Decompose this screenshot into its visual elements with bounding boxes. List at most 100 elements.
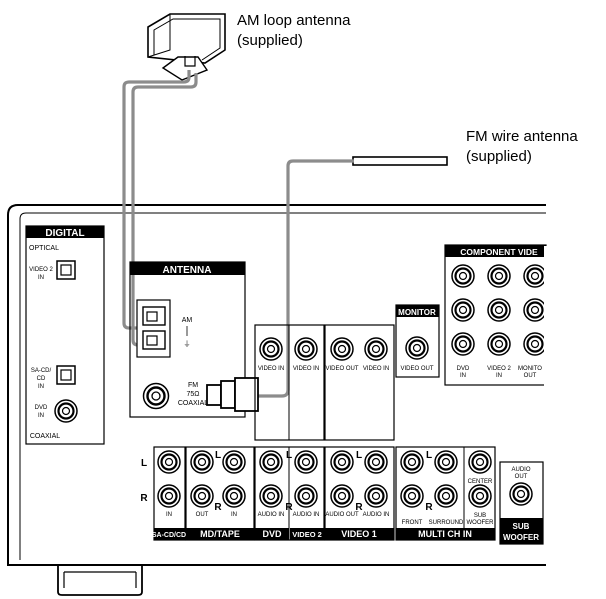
svg-text:SA-CD/: SA-CD/ <box>31 368 52 374</box>
dvd-audio-in-l-jack[interactable] <box>258 449 284 475</box>
svg-text:DVD: DVD <box>457 366 470 372</box>
optical-port-sacd[interactable] <box>56 365 76 385</box>
component-video-section: COMPONENT VIDE DVD IN VIDEO 2 IN MONITO … <box>444 244 606 386</box>
video2-video-in-jack[interactable] <box>293 336 319 362</box>
am-terminal[interactable] <box>142 306 166 326</box>
svg-text:AUDIO OUT: AUDIO OUT <box>325 512 359 518</box>
am-antenna-cable <box>122 70 198 347</box>
svg-text:IN: IN <box>38 384 44 390</box>
svg-text:AUDIO IN: AUDIO IN <box>258 512 285 518</box>
svg-text:IN: IN <box>460 373 466 379</box>
component-video2-y-jack[interactable] <box>486 263 512 289</box>
component-monitor-pb-jack[interactable] <box>522 297 548 323</box>
svg-text:IN: IN <box>38 275 44 281</box>
component-dvd-y-jack[interactable] <box>450 263 476 289</box>
component-video2-pr-jack[interactable] <box>486 331 512 357</box>
svg-text:R: R <box>140 493 148 504</box>
svg-text:OUT: OUT <box>196 512 209 518</box>
component-video2-pb-jack[interactable] <box>486 297 512 323</box>
svg-text:SUB: SUB <box>474 513 486 519</box>
svg-text:IN: IN <box>231 512 237 518</box>
svg-text:L: L <box>356 450 362 461</box>
svg-text:75Ω: 75Ω <box>186 391 199 398</box>
mdtape-out-l-jack[interactable] <box>189 449 215 475</box>
am-antenna-supplied: (supplied) <box>237 32 303 49</box>
subwoofer-audio-out-jack[interactable] <box>508 481 534 507</box>
svg-text:WOOFER: WOOFER <box>467 520 495 526</box>
sacd-in-l-jack[interactable] <box>156 449 182 475</box>
optical-port-video2[interactable] <box>56 260 76 280</box>
component-monitor-pr-jack[interactable] <box>522 331 548 357</box>
svg-text:AUDIO IN: AUDIO IN <box>293 512 320 518</box>
svg-text:VIDEO 1: VIDEO 1 <box>341 529 377 539</box>
fm-antenna-cable <box>258 159 354 398</box>
audio-jacks: L R IN L R OUT IN L R AUDIO IN AUDIO IN … <box>140 446 544 545</box>
fm-antenna-supplied: (supplied) <box>466 148 532 165</box>
svg-text:IN: IN <box>38 413 44 419</box>
svg-text:OUT: OUT <box>515 474 528 480</box>
component-monitor-y-jack[interactable] <box>522 263 548 289</box>
svg-text:VIDEO IN: VIDEO IN <box>258 366 284 372</box>
component-dvd-pb-jack[interactable] <box>450 297 476 323</box>
monitor-section: MONITOR VIDEO OUT <box>395 304 440 378</box>
fm-coaxial-jack[interactable] <box>142 382 170 410</box>
svg-text:FM: FM <box>188 382 198 389</box>
video1-video-in-jack[interactable] <box>363 336 389 362</box>
am-antenna-callout: AM loop antenna (supplied) <box>237 11 350 51</box>
mdtape-in-r-jack[interactable] <box>221 483 247 509</box>
svg-text:CENTER: CENTER <box>468 479 493 485</box>
svg-text:SA-CD/CD: SA-CD/CD <box>152 532 186 539</box>
multich-subwoofer-jack[interactable] <box>467 483 493 509</box>
video1-audio-out-l-jack[interactable] <box>329 449 355 475</box>
video1-audio-in-r-jack[interactable] <box>363 483 389 509</box>
svg-text:VIDEO 2: VIDEO 2 <box>29 267 53 273</box>
svg-text:L: L <box>426 450 432 461</box>
multich-center-jack[interactable] <box>467 449 493 475</box>
multich-surround-r-jack[interactable] <box>433 483 459 509</box>
am-loop-antenna <box>147 13 226 81</box>
fm-wire-antenna <box>352 156 448 166</box>
svg-text:R: R <box>355 502 363 513</box>
mdtape-in-l-jack[interactable] <box>221 449 247 475</box>
svg-text:VIDEO IN: VIDEO IN <box>293 366 319 372</box>
section-labels: SA-CD/CD MD/TAPE DVD VIDEO 2 VIDEO 1 MUL… <box>152 518 543 544</box>
monitor-video-out-jack[interactable] <box>404 335 430 361</box>
dvd-video-in-jack[interactable] <box>258 336 284 362</box>
svg-text:FRONT: FRONT <box>402 520 423 526</box>
svg-text:L: L <box>141 458 147 469</box>
digital-section: DIGITAL OPTICAL VIDEO 2 IN SA-CD/ CD IN … <box>25 225 105 445</box>
svg-text:AUDIO: AUDIO <box>511 467 530 473</box>
dvd-audio-in-r-jack[interactable] <box>258 483 284 509</box>
receiver-chassis <box>7 204 546 596</box>
video1-video-out-jack[interactable] <box>329 336 355 362</box>
multich-surround-l-jack[interactable] <box>433 449 459 475</box>
multich-front-l-jack[interactable] <box>399 449 425 475</box>
svg-text:R: R <box>425 502 433 513</box>
multich-front-r-jack[interactable] <box>399 483 425 509</box>
fm-antenna-label: FM wire antenna <box>466 128 578 145</box>
fm-connector-plug <box>206 377 259 412</box>
svg-text:WOOFER: WOOFER <box>503 533 539 542</box>
fm-antenna-callout: FM wire antenna (supplied) <box>466 127 578 167</box>
antenna-section: ANTENNA AM ⏚ FM 75Ω COAXIAL <box>129 261 246 418</box>
component-dvd-pr-jack[interactable] <box>450 331 476 357</box>
svg-text:AM: AM <box>182 317 193 324</box>
mdtape-out-r-jack[interactable] <box>189 483 215 509</box>
video2-audio-in-r-jack[interactable] <box>293 483 319 509</box>
svg-text:COMPONENT VIDE: COMPONENT VIDE <box>460 247 538 257</box>
video1-audio-out-r-jack[interactable] <box>329 483 355 509</box>
video-jacks: VIDEO IN VIDEO IN VIDEO OUT VIDEO IN <box>254 324 395 441</box>
svg-text:VIDEO 2: VIDEO 2 <box>292 530 322 539</box>
sacd-in-r-jack[interactable] <box>156 483 182 509</box>
ground-terminal[interactable] <box>142 330 166 350</box>
coaxial-jack-dvd[interactable] <box>53 398 79 424</box>
svg-text:MD/TAPE: MD/TAPE <box>200 529 240 539</box>
video2-audio-in-l-jack[interactable] <box>293 449 319 475</box>
svg-text:R: R <box>214 502 222 513</box>
svg-text:IN: IN <box>166 512 172 518</box>
svg-text:L: L <box>286 450 292 461</box>
svg-text:OPTICAL: OPTICAL <box>29 245 59 252</box>
video1-audio-in-l-jack[interactable] <box>363 449 389 475</box>
svg-text:MONITOR: MONITOR <box>398 308 436 317</box>
